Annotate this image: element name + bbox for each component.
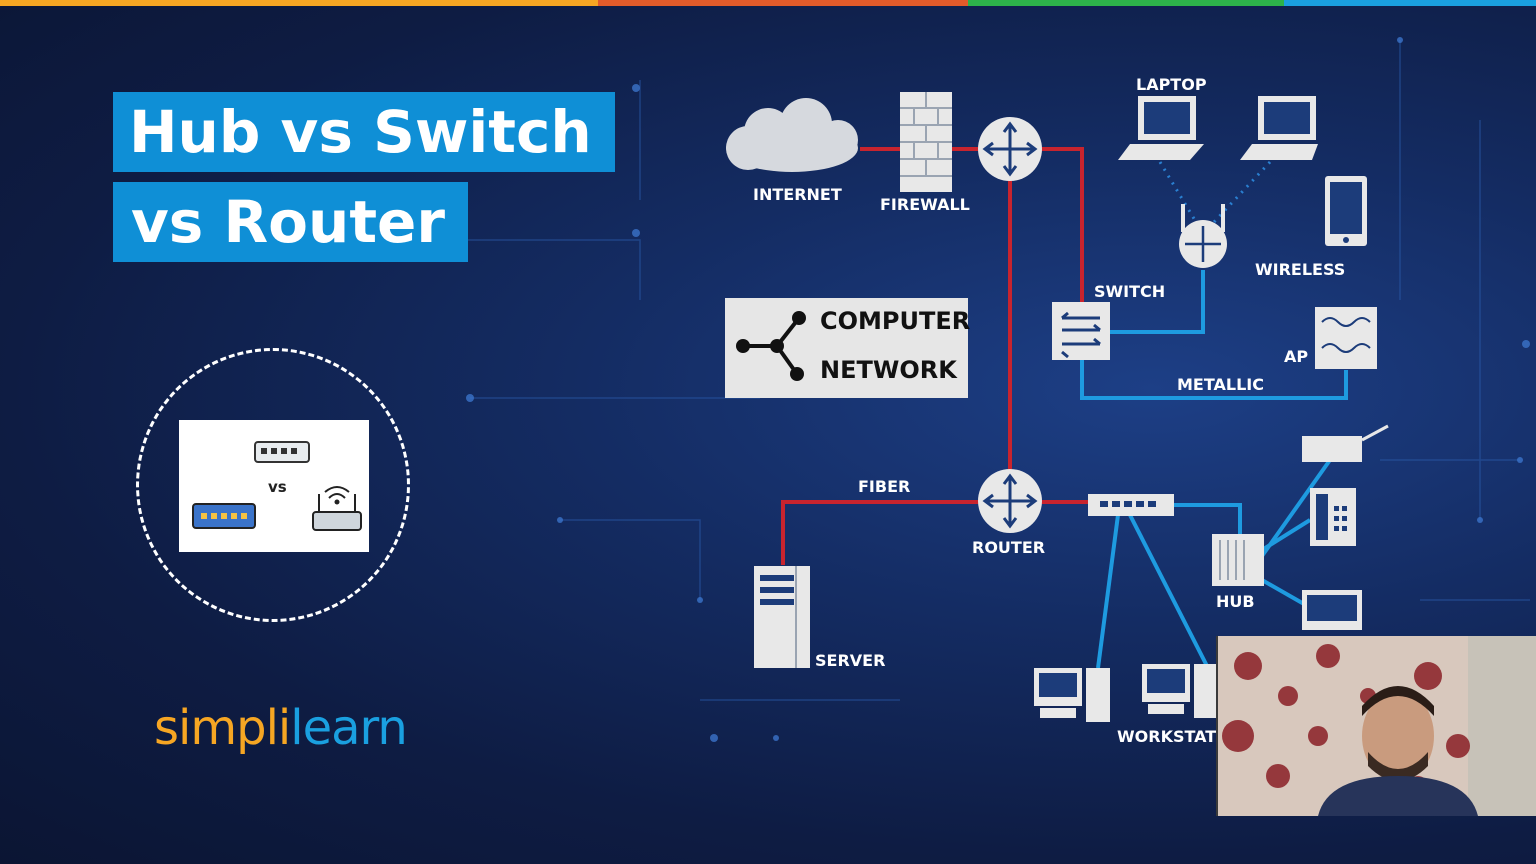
network-share-icon [736, 311, 806, 381]
simplilearn-logo: simplilearn [154, 700, 408, 756]
computer-network-card [725, 298, 968, 398]
workstation-icon-2 [1142, 664, 1218, 718]
label-laptop: LAPTOP [1136, 75, 1207, 94]
router-device-icon [312, 486, 362, 531]
brand-part-1: simpl [154, 700, 279, 756]
devices-illustration [192, 441, 362, 531]
hub-icon [1212, 534, 1264, 586]
thumbnail-card [179, 420, 369, 552]
label-firewall: FIREWALL [880, 195, 970, 214]
label-router: ROUTER [972, 538, 1045, 557]
label-ap: AP [1284, 347, 1308, 366]
monitor-icon [1302, 590, 1362, 630]
wireless-links [1158, 160, 1272, 224]
hub-device-icon [254, 441, 310, 463]
switch-device-icon [192, 503, 256, 529]
computer-network-title-2: NETWORK [820, 356, 957, 384]
switch-icon [1052, 302, 1110, 360]
label-switch: SWITCH [1094, 282, 1165, 301]
title-line-2: vs Router [113, 182, 468, 262]
brand-part-3: learn [290, 700, 408, 756]
title-line-1: Hub vs Switch [113, 92, 615, 172]
label-hub: HUB [1216, 592, 1255, 611]
label-wireless: WIRELESS [1255, 260, 1345, 279]
laptop-icon-2 [1240, 96, 1318, 160]
brand-part-2: i [277, 700, 291, 756]
access-point-icon [1315, 307, 1377, 369]
metallic-connections [1080, 270, 1348, 669]
presenter-webcam [1216, 636, 1536, 816]
tablet-icon [1325, 176, 1367, 246]
laptop-icon-1 [1118, 96, 1204, 160]
workstation-icon-1 [1034, 668, 1110, 722]
top-color-bar [0, 0, 1536, 6]
wireless-router-icon [1179, 204, 1227, 268]
hub-switch-strip-icon [1088, 494, 1174, 516]
label-internet: INTERNET [753, 185, 842, 204]
printer-icon [1302, 424, 1389, 462]
label-server: SERVER [815, 651, 885, 670]
label-metallic: METALLIC [1177, 375, 1264, 394]
presenter-video [1218, 636, 1536, 816]
vs-label: vs [268, 478, 287, 496]
server-icon [754, 566, 810, 668]
router-icon-top [978, 117, 1042, 181]
label-workstation: WORKSTATI [1117, 727, 1222, 746]
cloud-icon [726, 98, 858, 172]
router-icon-bottom [978, 469, 1042, 533]
computer-network-title-1: COMPUTER [820, 307, 971, 335]
firewall-icon [900, 92, 952, 192]
label-fiber: FIBER [858, 477, 910, 496]
thumbnail-ring [136, 348, 410, 622]
phone-icon [1310, 488, 1356, 546]
